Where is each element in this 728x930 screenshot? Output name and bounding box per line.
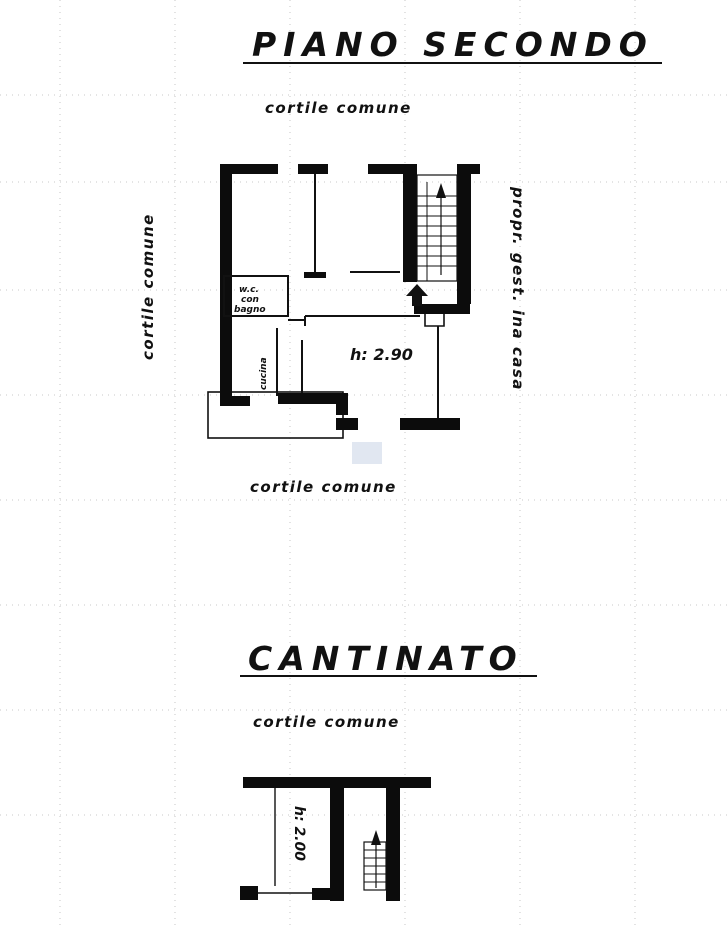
wc-label-line2: con [241, 295, 259, 305]
entrance-door [424, 314, 445, 327]
second-floor-label-bottom: cortile comune [250, 478, 397, 496]
staircase [416, 174, 458, 282]
wall-bottom-step [336, 393, 348, 415]
basement-label-top: cortile comune [253, 713, 400, 731]
wc-label-line3: bagno [234, 305, 266, 315]
second-floor-height-label: h: 2.90 [350, 345, 413, 364]
basement-wall-right [386, 777, 400, 901]
wall-stair-right [457, 164, 471, 304]
wall-top-mid [298, 164, 328, 174]
wall-stair-landing [414, 304, 470, 314]
second-floor-title: PIANO SECONDO [252, 25, 654, 64]
wall-top-left [220, 164, 278, 174]
wall-top-right [368, 164, 416, 174]
wall-stair-left [403, 164, 417, 282]
basement-height-label: h: 2.00 [291, 806, 307, 861]
basement-wall-bottom-left [240, 886, 258, 900]
wc-label-line1: w.c. [239, 285, 259, 295]
basement-staircase [363, 830, 387, 891]
wall-bottom-mid [278, 393, 336, 404]
wall-bottom-right-b [400, 418, 460, 430]
basement-plan: h: 2.00 [240, 777, 431, 901]
kitchen-label: cucina [259, 357, 269, 390]
basement-wall-bottom-mid [312, 888, 332, 900]
basement-stair-arrow-icon [371, 830, 381, 845]
center-mark [352, 442, 382, 464]
second-floor-label-left: cortile comune [139, 213, 157, 360]
second-floor-label-right: propr. gest. ina casa [509, 186, 527, 391]
entrance-arrow-icon [406, 284, 428, 306]
basement-title: CANTINATO [248, 639, 524, 678]
wall-bottom-left [220, 396, 250, 406]
second-floor-label-top: cortile comune [265, 99, 412, 117]
partition-stub [304, 272, 326, 278]
wall-bottom-right-a [336, 418, 358, 430]
stair-up-arrow-icon [436, 183, 446, 198]
wall-left [220, 164, 232, 404]
basement-wall-mid [330, 777, 344, 901]
second-floor-plan: w.c. con bagno cucina h: 2.90 [207, 164, 480, 464]
wc-room [223, 275, 289, 317]
